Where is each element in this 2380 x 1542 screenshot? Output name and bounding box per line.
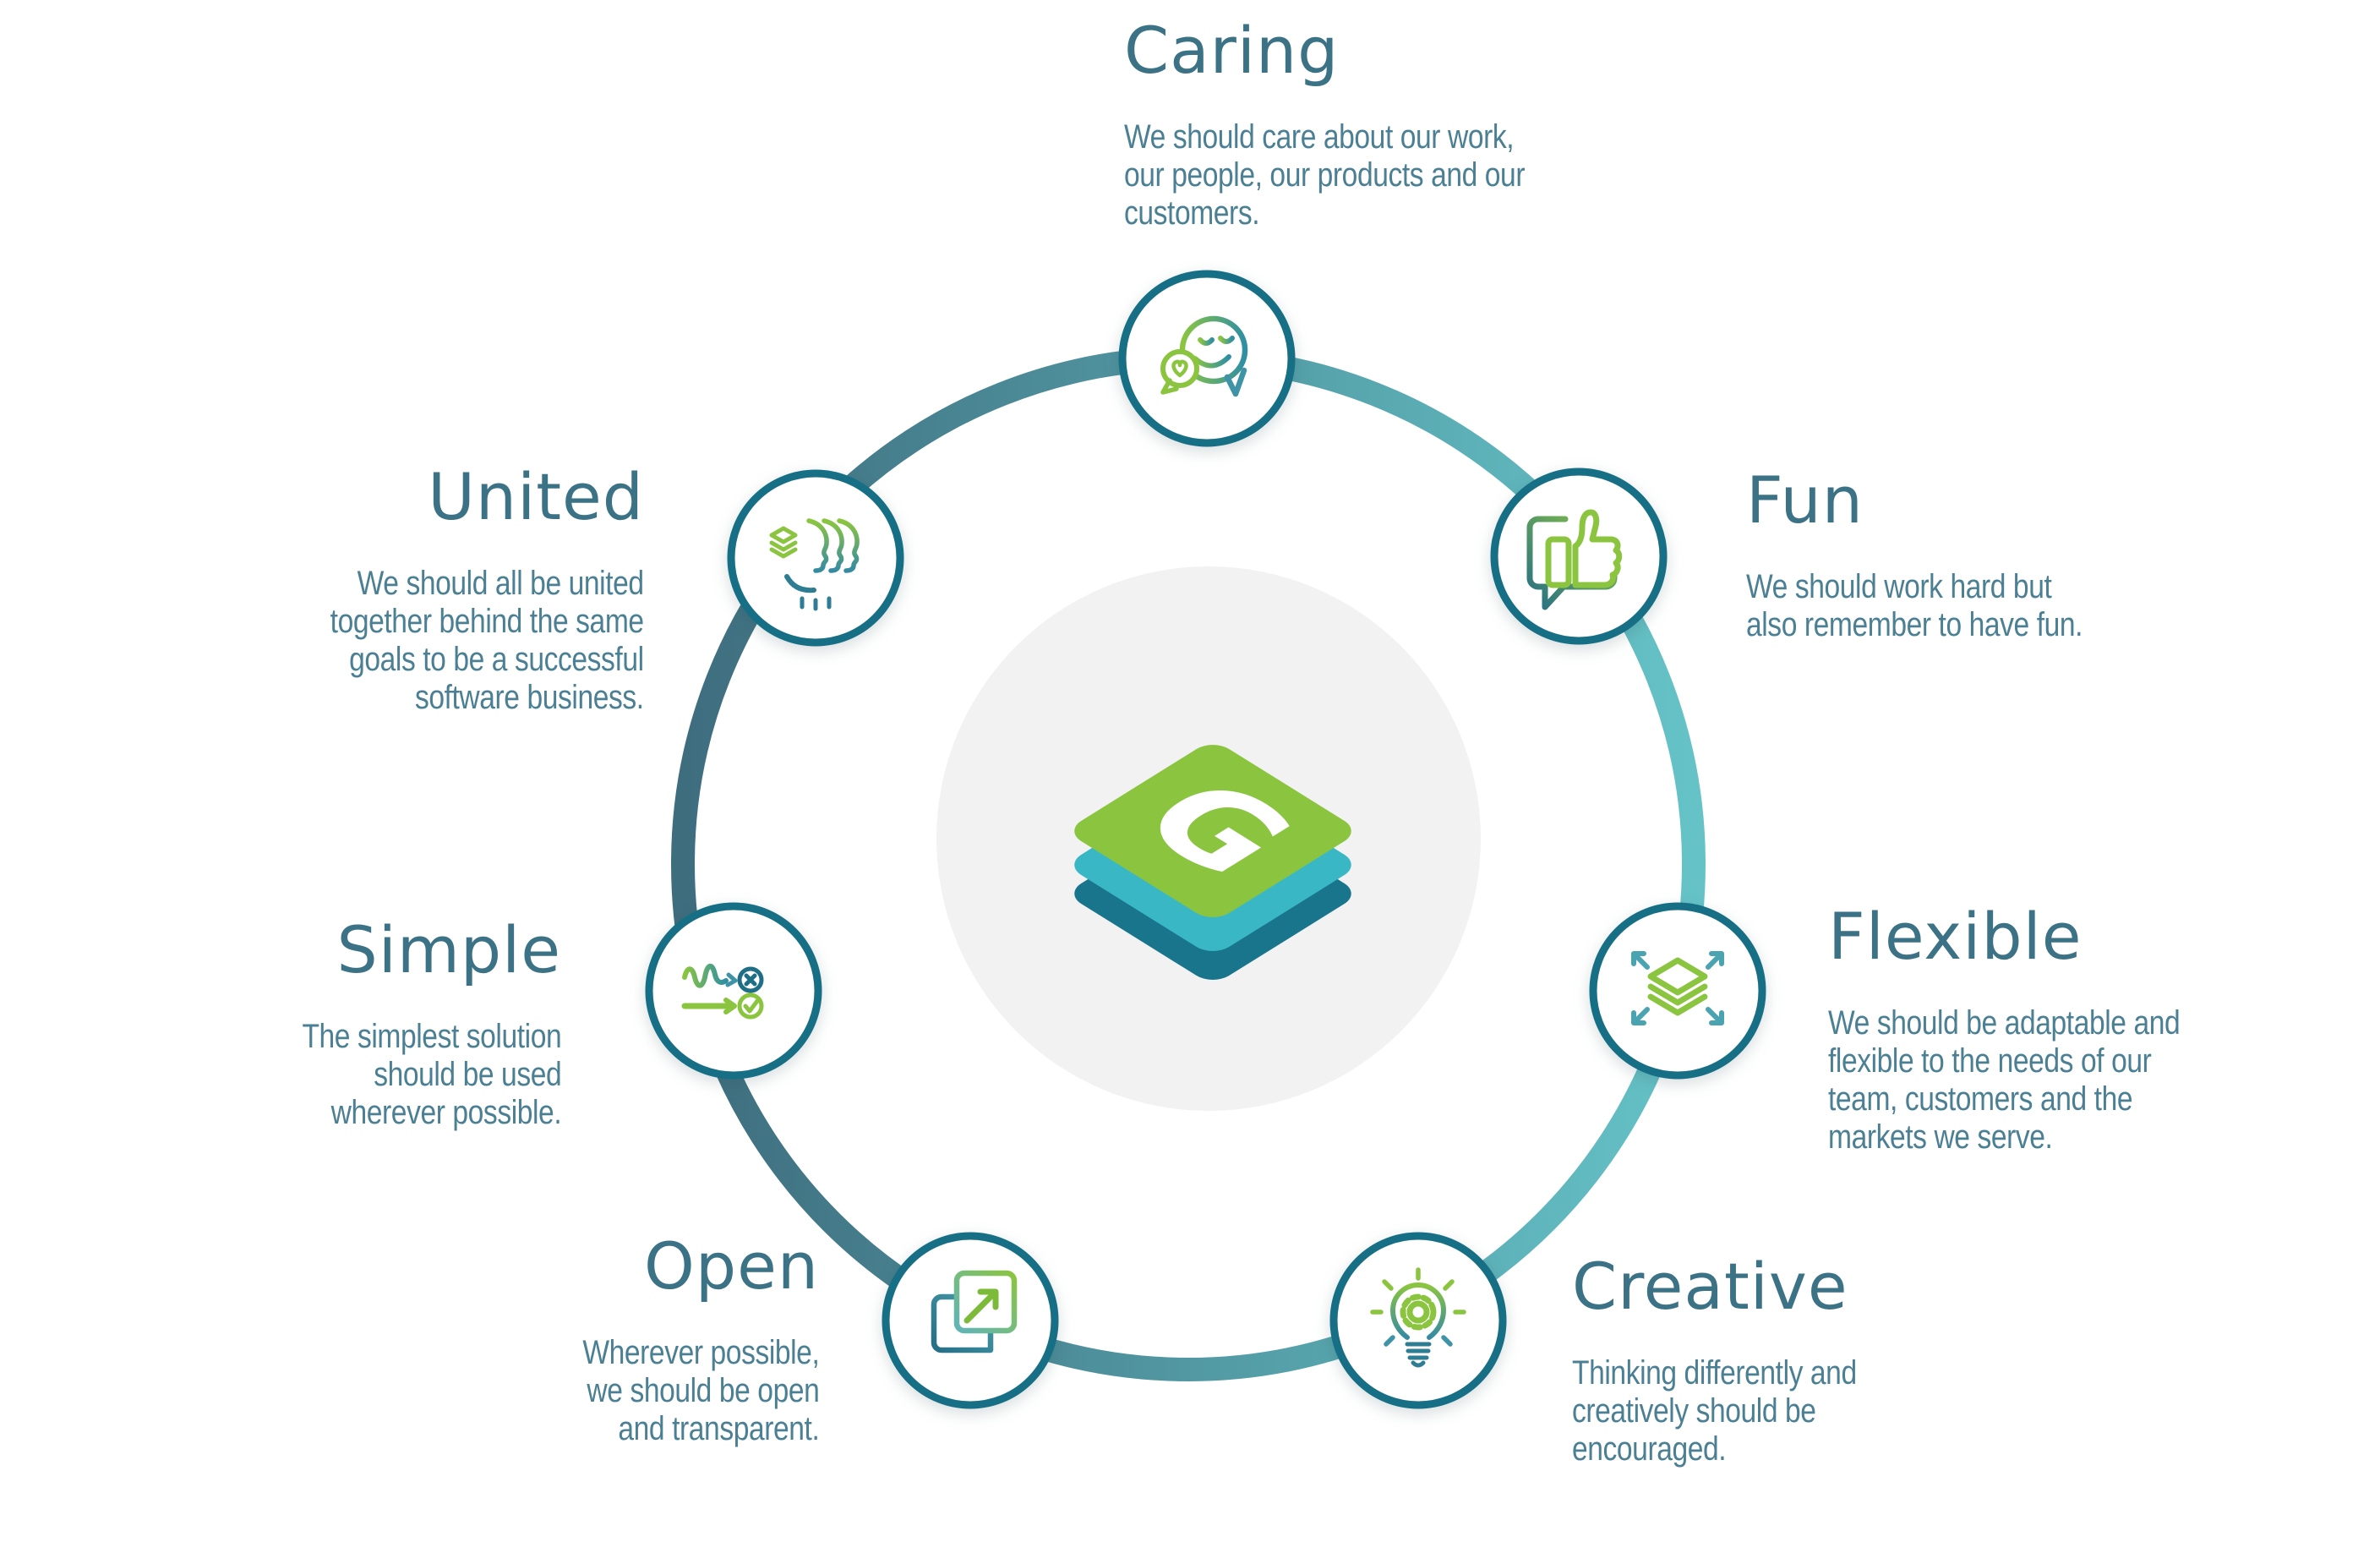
fun-thumbs-up-icon — [1526, 509, 1623, 610]
caring-node — [1118, 270, 1296, 447]
caring-description: We should care about our work, our peopl… — [1124, 118, 1526, 232]
united-title: United — [428, 459, 644, 534]
open-title: Open — [644, 1228, 819, 1304]
flexible-description: We should be adaptable and flexible to t… — [1828, 1004, 2181, 1156]
united-team-faces-icon — [769, 518, 860, 611]
simple-path-choice-icon — [681, 963, 764, 1020]
caring-section: Caring We should care about our work, ou… — [1124, 15, 1601, 232]
open-share-pages-icon — [931, 1270, 1018, 1353]
flexible-node — [1589, 902, 1766, 1080]
creative-section: Creative Thinking differently and creati… — [1572, 1251, 1911, 1468]
simple-title: Simple — [336, 912, 561, 987]
caring-smile-chat-icon — [1160, 315, 1248, 397]
creative-node — [1329, 1232, 1507, 1409]
fun-section: Fun We should work hard but also remembe… — [1746, 465, 2147, 644]
fun-node — [1490, 468, 1668, 645]
fun-description: We should work hard but also remember to… — [1746, 568, 2083, 643]
creative-title: Creative — [1572, 1249, 1848, 1324]
open-node — [882, 1232, 1059, 1409]
creative-description: Thinking differently and creatively shou… — [1572, 1354, 1857, 1468]
open-description: Wherever possible, we should be open and… — [581, 1334, 819, 1447]
flexible-title: Flexible — [1828, 899, 2082, 974]
simple-description: The simplest solution should be used whe… — [302, 1018, 561, 1131]
creative-lightbulb-gear-icon — [1370, 1267, 1466, 1368]
logo-layer-green — [1074, 745, 1351, 917]
caring-title: Caring — [1124, 13, 1340, 88]
flexible-section: Flexible We should be adaptable and flex… — [1828, 901, 2247, 1156]
simple-node — [645, 902, 822, 1080]
united-description: We should all be united together behind … — [330, 565, 644, 716]
united-node — [727, 469, 904, 647]
united-section: United We should all be united together … — [270, 462, 644, 717]
flexible-expand-layers-icon — [1631, 951, 1724, 1025]
open-section: Open Wherever possible, we should be ope… — [538, 1231, 819, 1448]
fun-title: Fun — [1746, 462, 1864, 538]
simple-section: Simple The simplest solution should be u… — [253, 915, 561, 1132]
